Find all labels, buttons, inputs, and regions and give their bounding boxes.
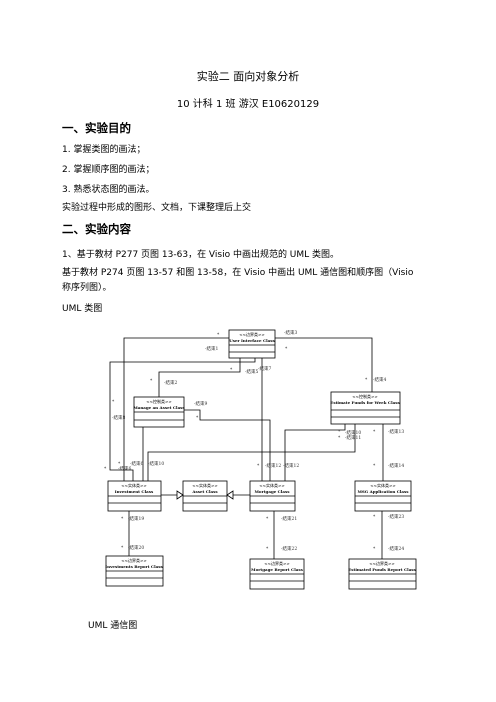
role-label: -结束6 xyxy=(118,465,132,472)
goal-item: 3. 熟悉状态图的画法。 xyxy=(62,185,155,195)
task-text: 基于教材 P274 页图 13-57 和图 13-58，在 Visio 中画出 … xyxy=(62,268,414,278)
assoc-mgr-mort xyxy=(184,409,271,481)
multiplicity: * xyxy=(266,516,269,522)
role-label: -结束24 xyxy=(388,545,404,552)
generalization-arrow xyxy=(176,490,184,500)
role-label: -结束7 xyxy=(258,365,272,372)
role-label: -结束11 xyxy=(345,434,361,441)
multiplicity: * xyxy=(373,463,376,469)
multiplicity: * xyxy=(118,461,121,467)
role-label: -结束4 xyxy=(373,376,387,383)
class-name: Estimated Funds Report Class xyxy=(348,567,416,572)
task-text: 1、基于教材 P277 页图 13-63，在 Visio 中画出规范的 UML … xyxy=(62,250,340,260)
role-label: -结束14 xyxy=(388,462,404,469)
multiplicity: * xyxy=(104,466,107,472)
assoc-ui-inv2 xyxy=(109,358,256,481)
stereotype: <<实体类>> xyxy=(370,482,395,488)
class-name: Estimate Funds for Week Class xyxy=(330,400,400,405)
role-label: -结束23 xyxy=(388,513,404,520)
multiplicity: * xyxy=(285,346,288,352)
multiplicity: * xyxy=(373,546,376,552)
class-name: Investments Report Class xyxy=(105,564,163,569)
class-name: MSG Application Class xyxy=(357,489,409,494)
role-label: -结束1 xyxy=(205,345,219,352)
role-label: -结束13 xyxy=(388,428,404,435)
stereotype: <<边界类>> xyxy=(121,557,146,563)
multiplicity: * xyxy=(373,429,376,435)
assoc-est-inv xyxy=(147,424,356,481)
assoc-ui-mgr xyxy=(158,358,241,397)
task-text: 称序列图）。 xyxy=(62,283,112,293)
multiplicity: * xyxy=(196,415,199,421)
assoc-ui-inv xyxy=(123,337,229,481)
role-label: -结束22 xyxy=(281,545,297,552)
role-label: -结束6 xyxy=(130,460,144,467)
multiplicity: * xyxy=(150,378,153,384)
note-text: 实验过程中形成的图形、文档，下课整理后上交 xyxy=(62,203,252,213)
stereotype: <<实体类>> xyxy=(259,482,284,488)
multiplicity: * xyxy=(266,546,269,552)
multiplicity: * xyxy=(217,332,220,338)
class-box-ui xyxy=(228,329,276,359)
class-name: Mortgage Class xyxy=(255,489,291,494)
role-label: -结束8 xyxy=(112,414,126,421)
role-label: -结束19 xyxy=(128,515,144,522)
class-name: User Interface Class xyxy=(229,338,275,343)
role-label: -结束5 xyxy=(245,368,259,375)
stereotype: <<边界类>> xyxy=(239,331,264,337)
doc-title: 实验二 面向对象分析 xyxy=(196,70,300,83)
stereotype: <<实体类>> xyxy=(192,482,217,488)
multiplicity: * xyxy=(373,514,376,520)
role-label: -结束21 xyxy=(281,515,297,522)
goal-item: 1. 掌握类图的画法； xyxy=(62,145,146,155)
role-label: -结束12 xyxy=(283,462,299,469)
class-name: Manage an Asset Class xyxy=(133,405,185,410)
multiplicity: * xyxy=(121,545,124,551)
stereotype: <<控制类>> xyxy=(352,393,377,399)
stereotype: <<控制类>> xyxy=(146,398,171,404)
multiplicity: * xyxy=(121,516,124,522)
role-label: -结束12 xyxy=(265,462,281,469)
class-name: Investment Class xyxy=(115,489,154,494)
section-heading-content: 二、实验内容 xyxy=(62,222,131,236)
multiplicity: * xyxy=(230,367,233,373)
doc-subtitle: 10 计科 1 班 游汉 E10620129 xyxy=(176,99,320,110)
multiplicity: * xyxy=(112,399,115,405)
uml-class-diagram-label: UML 类图 xyxy=(62,304,103,314)
role-label: -结束10 xyxy=(345,429,361,436)
stereotype: <<边界类>> xyxy=(369,560,394,566)
section-heading-goals: 一、实验目的 xyxy=(62,121,131,135)
multiplicity: * xyxy=(338,429,341,435)
class-box-est xyxy=(330,391,401,425)
stereotype: <<边界类>> xyxy=(264,560,289,566)
multiplicity: * xyxy=(365,377,368,383)
multiplicity: * xyxy=(257,463,260,469)
generalization-arrow xyxy=(226,490,234,500)
goal-item: 2. 掌握顺序图的画法； xyxy=(62,165,155,175)
role-label: -结束20 xyxy=(128,544,144,551)
role-label: -结束9 xyxy=(194,400,208,407)
role-label: -结束10 xyxy=(148,460,164,467)
stereotype: <<实体类>> xyxy=(121,482,146,488)
assoc-est-mort xyxy=(284,424,346,481)
uml-comm-diagram-label: UML 通信图 xyxy=(88,621,138,631)
class-name: Asset Class xyxy=(191,489,218,494)
assoc-ui-est xyxy=(275,337,373,392)
class-name: Mortgage Report Class xyxy=(251,567,303,572)
role-label: -结束2 xyxy=(164,379,178,386)
multiplicity: * xyxy=(338,435,341,441)
role-label: -结束3 xyxy=(284,329,298,336)
